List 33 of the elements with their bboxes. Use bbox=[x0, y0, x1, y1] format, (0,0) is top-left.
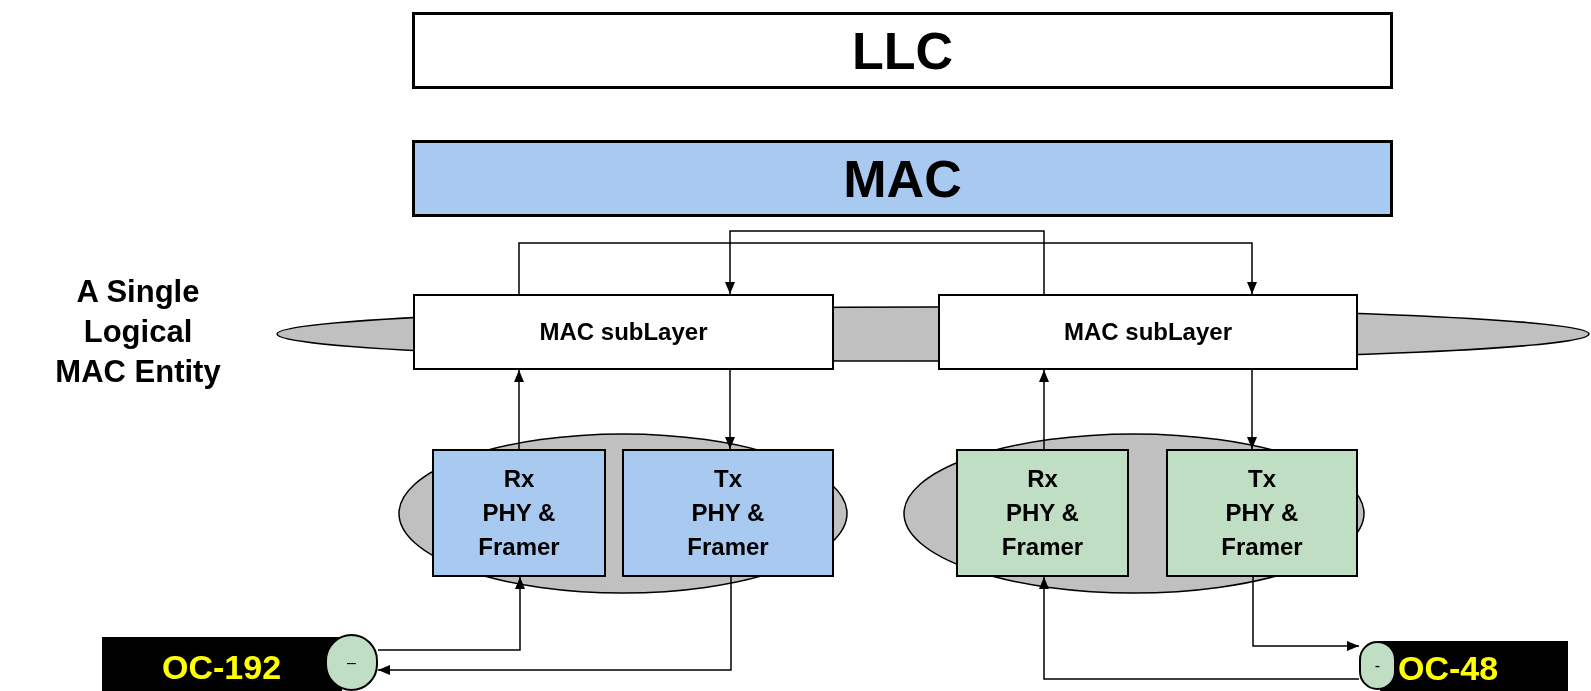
node-sublabel: PHY & Framer bbox=[477, 498, 561, 562]
layer-box bbox=[412, 12, 1393, 89]
arrow bbox=[1039, 369, 1049, 450]
sublayer-box bbox=[413, 294, 834, 370]
node-sublabel: PHY & Framer bbox=[686, 498, 770, 562]
entity-caption: A Single Logical MAC Entity bbox=[54, 273, 222, 391]
arrow bbox=[725, 369, 735, 450]
node-sublabel: PHY & Framer bbox=[1000, 498, 1085, 562]
layer-box bbox=[412, 140, 1393, 217]
node-label: MAC subLayer bbox=[1063, 317, 1232, 347]
arrow bbox=[1039, 576, 1360, 680]
arrow bbox=[1247, 369, 1257, 450]
arrow bbox=[518, 242, 1257, 295]
arrow bbox=[377, 576, 732, 675]
node-label: LLC bbox=[851, 20, 954, 82]
line-rate-box bbox=[1380, 641, 1568, 691]
arrow bbox=[377, 576, 525, 651]
arrow bbox=[1252, 576, 1360, 651]
node-label: OC-48 bbox=[1398, 648, 1499, 689]
arrow bbox=[514, 369, 524, 450]
node-label: Rx bbox=[503, 464, 535, 494]
node-label: Rx bbox=[1027, 464, 1058, 494]
node-sublabel: PHY & Framer bbox=[1220, 498, 1304, 562]
node-label: OC-192 bbox=[162, 646, 282, 688]
node-label: MAC subLayer bbox=[539, 317, 708, 347]
line-rate-box bbox=[102, 637, 342, 691]
node-label: MAC bbox=[843, 148, 962, 210]
minus-sign: – bbox=[347, 652, 356, 673]
arrow bbox=[725, 230, 1045, 295]
minus-sign: - bbox=[1374, 655, 1381, 676]
node-label: Tx bbox=[714, 464, 742, 494]
sublayer-box bbox=[938, 294, 1358, 370]
node-label: Tx bbox=[1248, 464, 1276, 494]
